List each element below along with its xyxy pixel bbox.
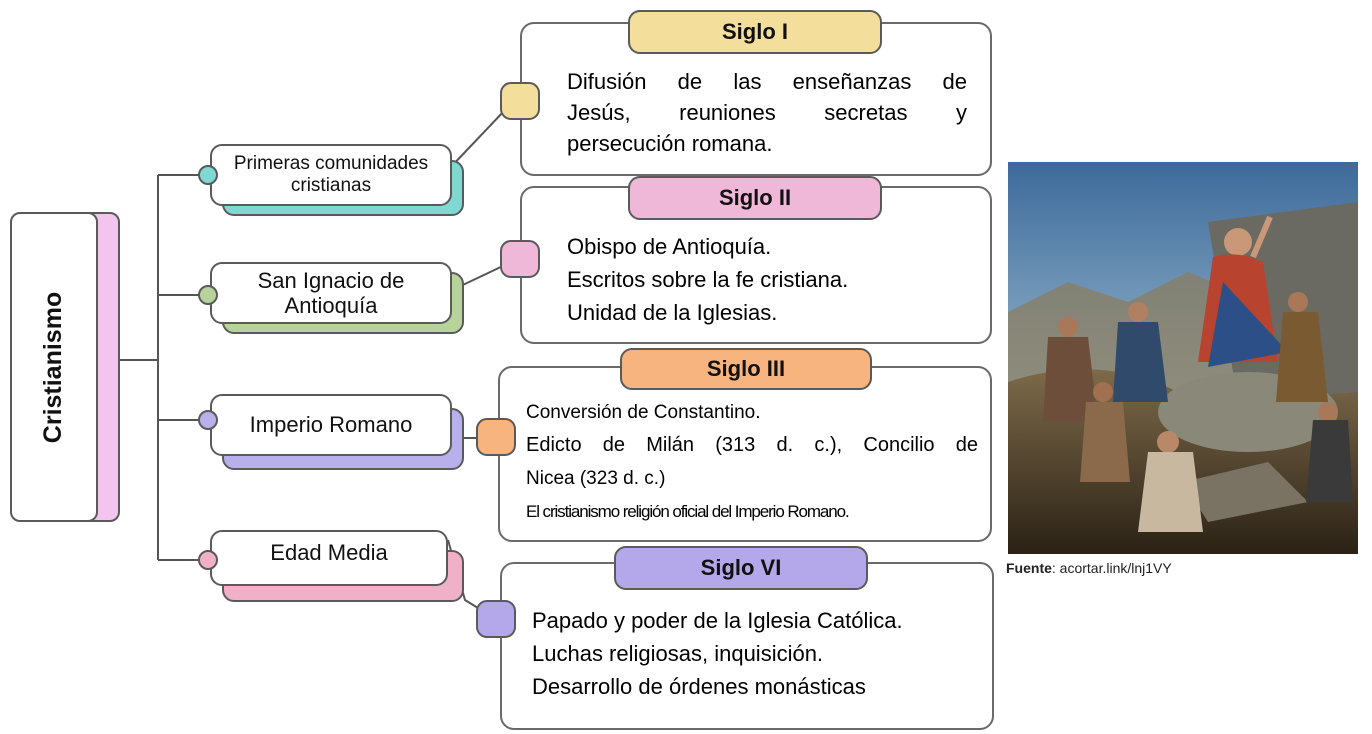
topic-2-line-1: San Ignacio de <box>257 267 405 293</box>
siglo-ii-line-3: Unidad de la Iglesias. <box>567 300 778 325</box>
siglo-iii-line-3: Nicea (323 d. c.) <box>526 468 666 489</box>
siglo-iii-line-1: Conversión de Constantino. <box>526 402 761 423</box>
topic-edad-media: Edad Media <box>210 530 448 586</box>
century-siglo-ii: Siglo II <box>628 176 882 220</box>
topic-2-dot <box>198 285 218 305</box>
siglo-vi-line-1: Papado y poder de la Iglesia Católica. <box>532 608 903 633</box>
topic-1-line-2: cristianas <box>290 175 372 196</box>
topic-1-dot <box>198 165 218 185</box>
topic-2-line-2: Antioquía <box>284 293 378 318</box>
topic-3-dot <box>198 410 218 430</box>
topic-4-dot <box>198 550 218 570</box>
sermon-painting-image <box>1008 162 1358 554</box>
topic-4-line-1: Edad Media <box>270 540 388 565</box>
root-node: Cristianismo <box>10 212 98 522</box>
siglo-i-text: Difusión de las enseñanzas de Jesús, reu… <box>567 66 967 159</box>
topic-1-line-1: Primeras comunidades <box>233 153 429 175</box>
siglo-vi-line-2: Luchas religiosas, inquisición. <box>532 641 824 666</box>
siglo-vi-text: Papado y poder de la Iglesia Católica. L… <box>532 604 988 703</box>
caption-label: Fuente <box>1006 560 1052 576</box>
figure-caption: Fuente: acortar.link/lnj1VY <box>1006 560 1172 576</box>
century-3-connector <box>476 418 516 456</box>
content-box-siglo-iii <box>498 366 992 542</box>
siglo-ii-line-1: Obispo de Antioquía. <box>567 234 772 259</box>
topic-primeras-comunidades: Primeras comunidades cristianas <box>210 144 452 206</box>
siglo-ii-text: Obispo de Antioquía. Escritos sobre la f… <box>567 230 977 329</box>
siglo-i-line-2: Jesús, reuniones secretas y <box>567 100 967 125</box>
century-siglo-i: Siglo I <box>628 10 882 54</box>
caption-text: : acortar.link/lnj1VY <box>1051 560 1172 576</box>
root-label: Cristianismo <box>39 291 68 443</box>
siglo-iii-text: Conversión de Constantino. Edicto de Mil… <box>526 396 978 528</box>
siglo-iii-line-4: El cristianismo religión oficial del Imp… <box>526 502 850 521</box>
century-2-connector <box>500 240 540 278</box>
century-4-connector <box>476 600 516 638</box>
siglo-vi-line-3: Desarrollo de órdenes monásticas <box>532 674 866 699</box>
siglo-ii-line-2: Escritos sobre la fe cristiana. <box>567 267 849 292</box>
topic-imperio-romano: Imperio Romano <box>210 394 452 456</box>
topic-3-line-1: Imperio Romano <box>249 412 413 438</box>
century-siglo-iii: Siglo III <box>620 348 872 390</box>
topic-san-ignacio: San Ignacio de Antioquía <box>210 262 452 324</box>
content-box-siglo-vi <box>500 562 994 730</box>
siglo-i-line-1: Difusión de las enseñanzas de <box>567 69 967 94</box>
siglo-iii-line-2: Edicto de Milán (313 d. c.), Concilio de <box>526 434 978 456</box>
century-1-connector <box>500 82 540 120</box>
century-siglo-vi: Siglo VI <box>614 546 868 590</box>
siglo-i-line-3: persecución romana. <box>567 131 773 156</box>
